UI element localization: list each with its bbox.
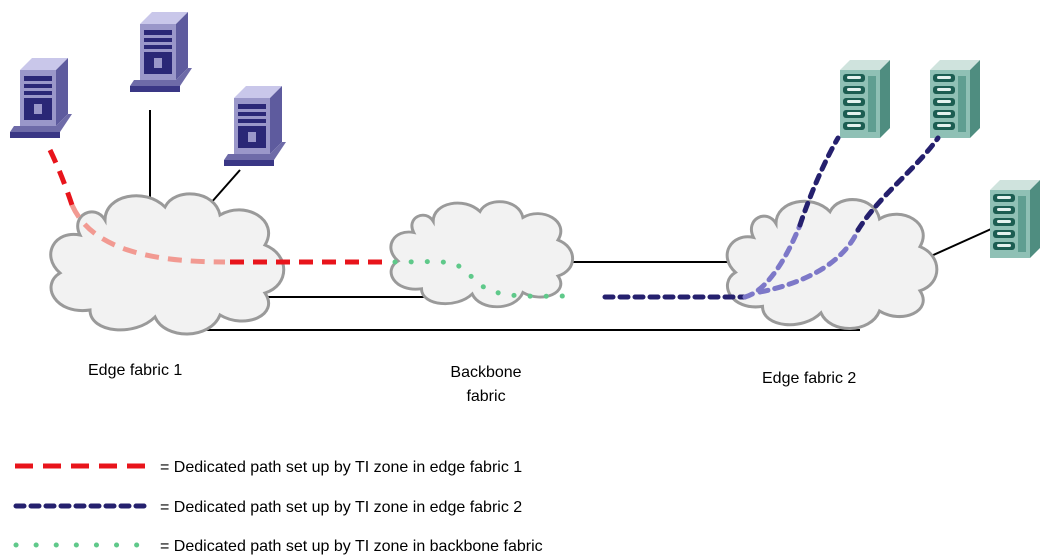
storage-icon (840, 60, 890, 138)
server-icon (224, 86, 286, 166)
edge-fabric-1-cloud (49, 192, 286, 336)
backbone-fabric-path (392, 259, 578, 299)
legend-text-edge-fabric-2: = Dedicated path set up by TI zone in ed… (160, 499, 522, 516)
edge-fabric-2-label: Edge fabric 2 (762, 370, 856, 387)
storage-icon (930, 60, 980, 138)
legend-text-backbone-fabric: = Dedicated path set up by TI zone in ba… (160, 538, 543, 555)
backbone-fabric-cloud (389, 200, 575, 309)
edge-fabric-1-path (47, 148, 390, 265)
server-icon (10, 58, 72, 138)
legend: = Dedicated path set up by TI zone in ed… (13, 459, 543, 555)
legend-text-edge-fabric-1: = Dedicated path set up by TI zone in ed… (160, 459, 522, 476)
backbone-fabric-label-line1: Backbone (450, 364, 521, 381)
storage-icon (990, 180, 1040, 258)
server-icon (130, 12, 192, 92)
edge-fabric-1-label: Edge fabric 1 (88, 362, 182, 379)
backbone-fabric-label-line2: fabric (466, 388, 505, 405)
edge-fabric-2-path (602, 135, 941, 300)
